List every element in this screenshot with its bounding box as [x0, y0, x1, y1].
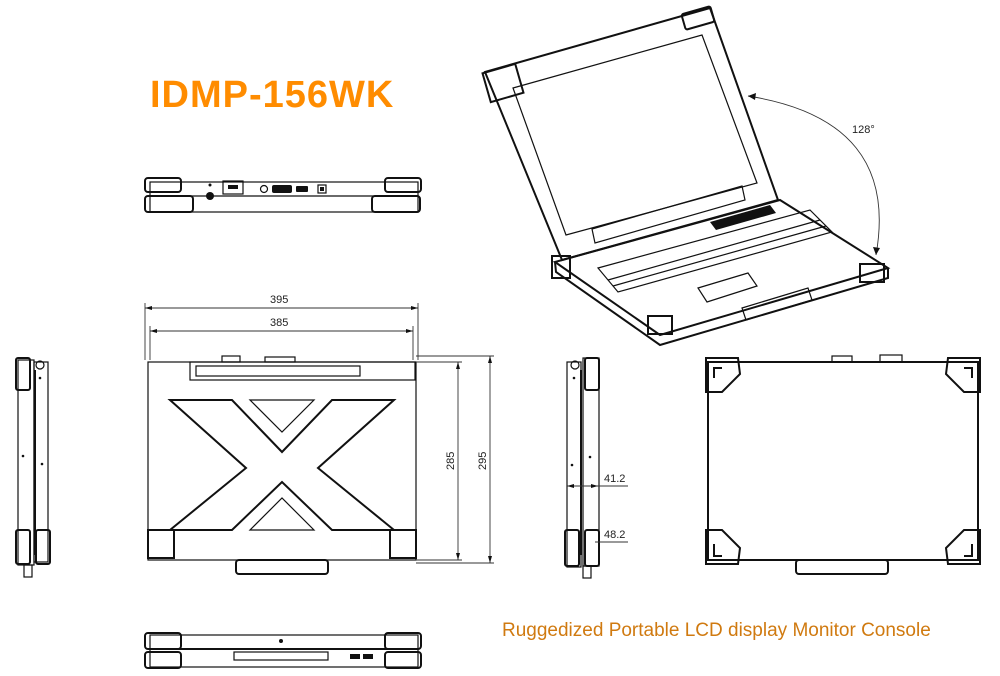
audio-jack-icon: [259, 184, 269, 194]
front-view: [144, 632, 422, 669]
dim-outer-width: 395: [270, 294, 288, 306]
vga-port-icon: [272, 185, 292, 193]
top-view: 395 385 285 295: [144, 294, 494, 575]
dim-height-with-feet: 48.2: [604, 529, 625, 541]
power-switch-icon: [206, 192, 214, 200]
power-input-icon: [222, 180, 244, 195]
right-side-view: 41.2 48.2: [564, 357, 628, 579]
hdmi-port-icon: [296, 186, 308, 192]
usb-port-icon: [363, 654, 373, 659]
handle-icon: [233, 651, 329, 661]
left-side-view: [15, 357, 51, 578]
open-angle-label: 128°: [852, 124, 875, 136]
bottom-view: [705, 354, 981, 575]
product-title: IDMP-156WK: [150, 74, 395, 116]
dim-inner-depth: 285: [445, 452, 457, 470]
isometric-view: 128°: [481, 5, 891, 347]
product-subtitle: Ruggedized Portable LCD display Monitor …: [502, 620, 931, 641]
power-led-icon: [208, 183, 212, 187]
rear-view: [144, 177, 422, 213]
dim-outer-depth: 295: [477, 452, 489, 470]
dim-inner-width: 385: [270, 317, 288, 329]
usb-b-port-icon: [317, 184, 327, 194]
dim-closed-height: 41.2: [604, 473, 625, 485]
usb-port-icon: [350, 654, 360, 659]
